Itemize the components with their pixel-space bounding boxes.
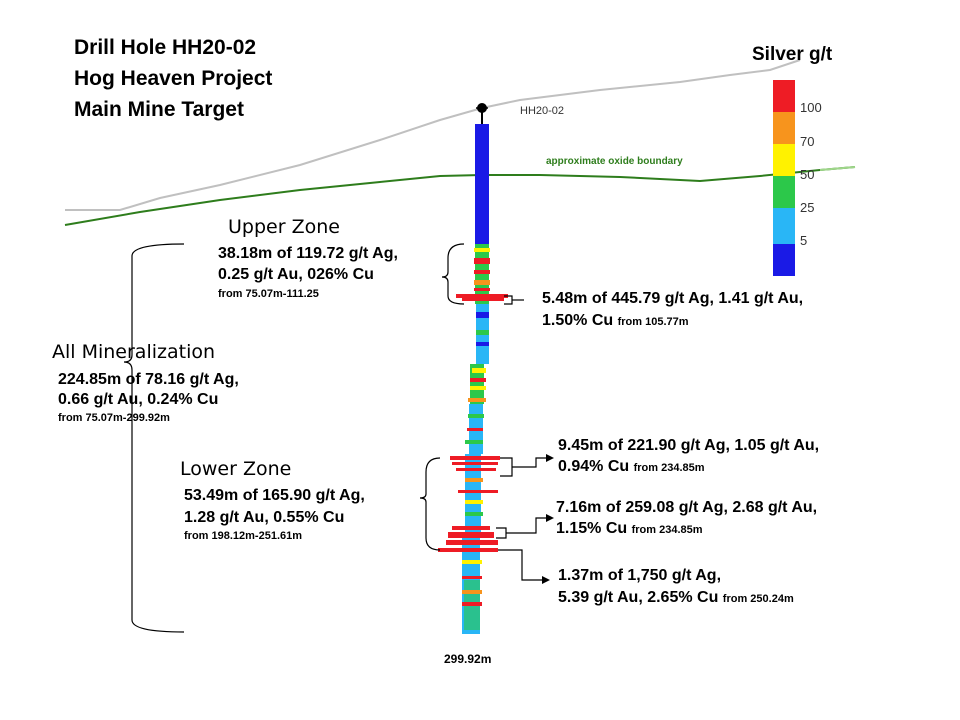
intercept-3-line-2: 1.15% Cu from 234.85m [556,520,703,537]
intercept-2-line-2: 0.94% Cu from 234.85m [558,458,705,475]
lower-zone-bracket [419,457,441,551]
legend-tick-100: 100 [800,100,822,115]
upper-zone-title: Upper Zone [228,216,340,238]
drill-hole-trace [462,244,490,634]
upper-zone-from: from 75.07m-111.25 [218,288,319,300]
upper-zone-line-1: 38.18m of 119.72 g/t Ag, [218,245,398,262]
arrowheads [542,454,554,584]
lower-zone-line-1: 53.49m of 165.90 g/t Ag, [184,487,365,504]
oxide-boundary-label: approximate oxide boundary [546,156,683,167]
intercept2-bracket [500,457,513,477]
all-zone-line-2: 0.66 g/t Au, 0.24% Cu [58,391,219,408]
oxide-boundary-line [64,166,856,226]
intercept-4-line-2: 5.39 g/t Au, 2.65% Cu from 250.24m [558,589,794,606]
legend-tick-50: 50 [800,167,815,182]
all-zone-line-1: 224.85m of 78.16 g/t Ag, [58,371,239,388]
intercept-2-from: from 234.85m [633,462,705,474]
high-grade-flares [438,294,508,552]
intercept-4-from: from 250.24m [722,593,794,605]
hole-label: HH20-02 [520,105,565,117]
legend-title: Silver g/t [752,44,833,65]
oxide-boundary-extension [819,166,856,171]
brackets [123,243,546,633]
all-zone-title: All Mineralization [52,341,216,363]
intercept-1-from: from 105.77m [617,316,689,328]
intercept-3-line-1: 7.16m of 259.08 g/t Ag, 2.68 g/t Au, [556,499,818,516]
intercept4-leader [498,549,542,581]
legend-colorbar [773,80,795,276]
legend-tick-70: 70 [800,134,815,149]
hole-segment-blue [475,124,489,244]
lower-zone-line-2: 1.28 g/t Au, 0.55% Cu [184,509,345,526]
upper-zone-line-2: 0.25 g/t Au, 026% Cu [218,266,374,283]
all-zone-from: from 75.07m-299.92m [58,412,170,424]
intercept3-bracket [496,527,507,539]
lower-zone-title: Lower Zone [180,458,292,480]
total-depth-label: 299.92m [444,652,492,666]
lower-zone-from: from 198.12m-251.61m [184,530,303,542]
legend-tick-25: 25 [800,200,815,215]
topography-line [65,59,801,211]
intercept-4-line-1: 1.37m of 1,750 g/t Ag, [558,567,722,584]
intercept-1-line-1: 5.48m of 445.79 g/t Ag, 1.41 g/t Au, [542,290,804,307]
legend-tick-5: 5 [800,233,808,248]
all-zone-bracket [123,243,185,633]
intercept-3-from: from 234.85m [631,524,703,536]
upper-zone-bracket [441,243,465,305]
title-line-3: Main Mine Target [74,98,244,121]
intercept-1-line-2: 1.50% Cu from 105.77m [542,312,689,329]
title-line-1: Drill Hole HH20-02 [74,36,257,59]
intercept-2-line-1: 9.45m of 221.90 g/t Ag, 1.05 g/t Au, [558,437,820,454]
title-line-2: Hog Heaven Project [74,67,273,90]
